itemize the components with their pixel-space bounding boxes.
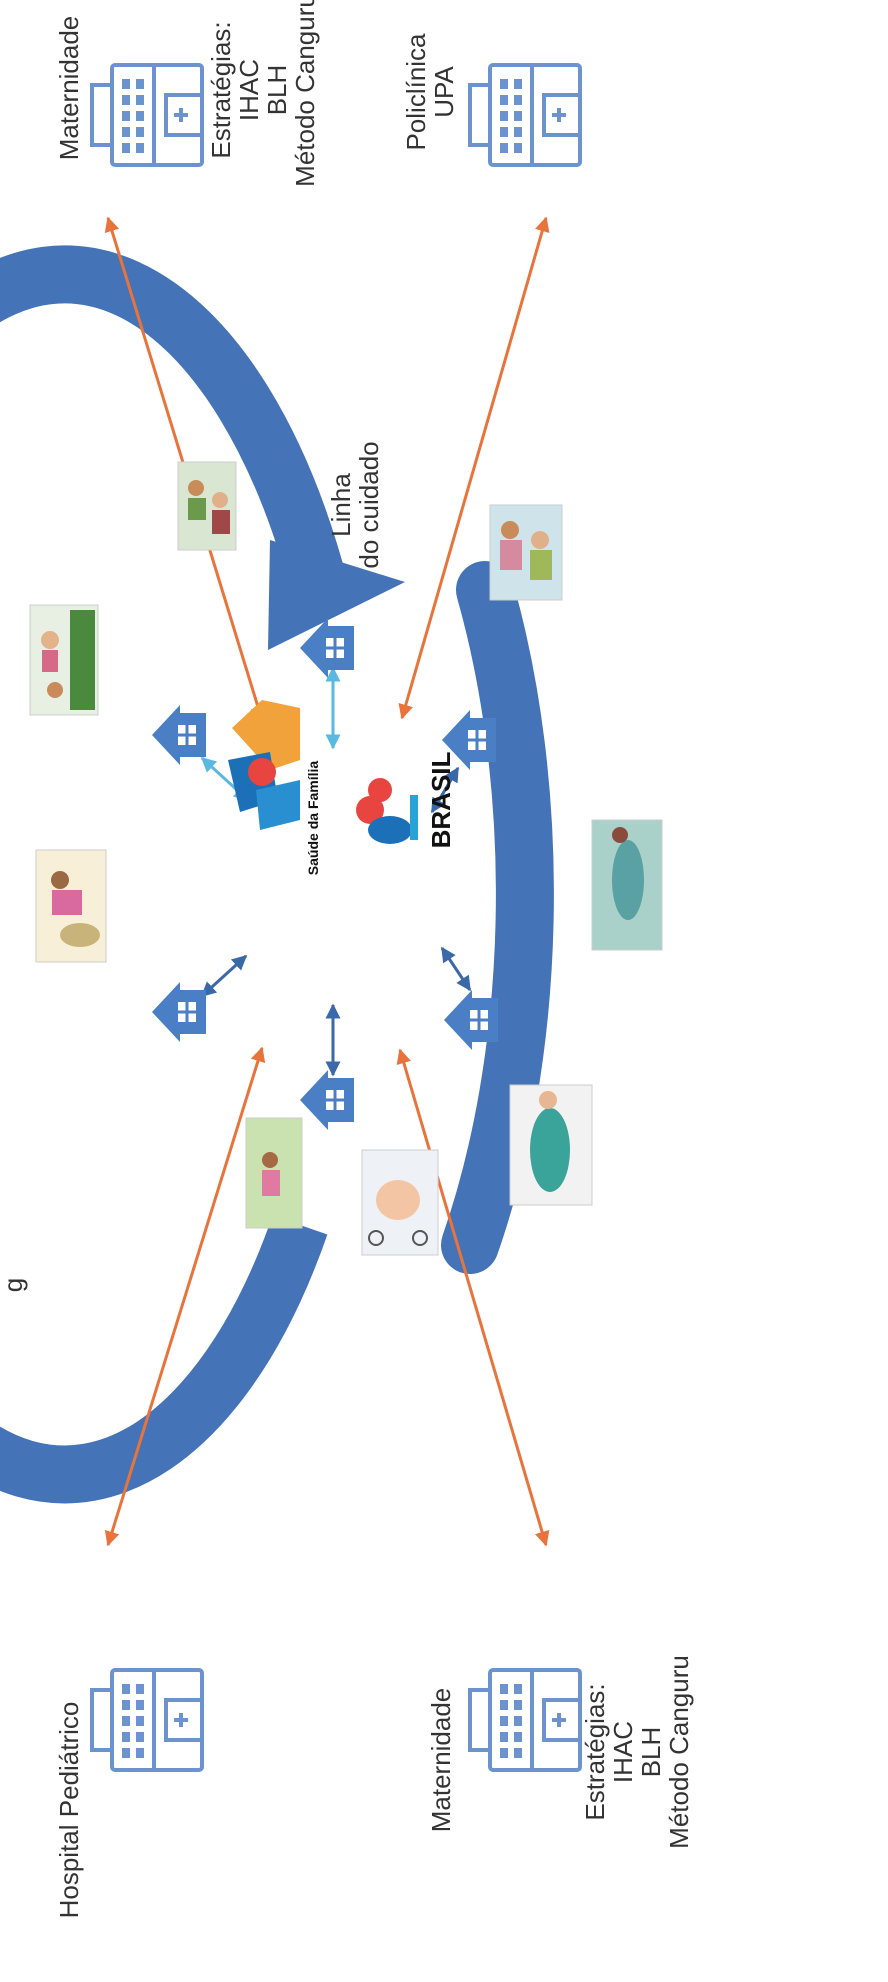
- logo-saude-familia-text: Saúde da Família: [305, 761, 321, 876]
- inner-arrows: [200, 666, 472, 1077]
- photo-baby-stroller: [361, 1149, 439, 1256]
- house-icon: [150, 703, 208, 767]
- top-right-facility-1: Policlínica: [401, 33, 431, 151]
- photo-playground: [29, 604, 99, 716]
- top-left-facility: Maternidade: [54, 16, 84, 161]
- orange-arrows: [104, 216, 550, 1547]
- hospital-building-icon: [90, 1668, 204, 1772]
- photo-pregnant-lying: [509, 1084, 593, 1206]
- top-left-strategy-3: BLH: [262, 65, 292, 116]
- house-icon: [442, 988, 500, 1052]
- logo-brasil-text: BRASIL: [426, 751, 456, 848]
- top-left-strategy-1: Estratégias:: [206, 21, 236, 158]
- illustration-photos: [29, 461, 663, 1256]
- house-icon: [150, 980, 208, 1044]
- photo-couple: [489, 504, 563, 601]
- logo-brasil: BRASIL: [356, 751, 456, 848]
- bottom-left-facility: Hospital Pediátrico: [54, 1702, 84, 1919]
- house-icons: [150, 616, 500, 1132]
- bottom-right-strategy-3: BLH: [636, 1727, 666, 1778]
- bottom-right-facility: Maternidade: [426, 1688, 456, 1833]
- care-line-label: Linha do cuidado: [326, 441, 384, 568]
- bottom-right-strategy-2: IHAC: [608, 1721, 638, 1783]
- title-fragment: g: [0, 1278, 28, 1292]
- care-line-label-1: Linha: [326, 473, 356, 537]
- house-icon: [298, 1068, 356, 1132]
- top-left-strategy-2: IHAC: [234, 59, 264, 121]
- bottom-right-strategy-4: Método Canguru: [664, 1655, 694, 1849]
- photo-family-top: [177, 461, 237, 551]
- hospital-building-icon: [468, 63, 582, 167]
- care-line-label-2: do cuidado: [354, 441, 384, 568]
- bottom-right-strategy-1: Estratégias:: [580, 1683, 610, 1820]
- top-right-facility-2: UPA: [429, 66, 459, 118]
- facility-labels: Maternidade Estratégias: IHAC BLH Método…: [54, 0, 694, 1918]
- photo-pregnant-standing: [591, 819, 663, 951]
- logo-saude-familia: Saúde da Família: [228, 700, 321, 875]
- top-left-strategy-4: Método Canguru: [290, 0, 320, 187]
- hospital-building-icon: [468, 1668, 582, 1772]
- photo-baby-seated: [245, 1117, 303, 1229]
- photo-mother-child: [35, 849, 107, 963]
- hospital-building-icon: [90, 63, 204, 167]
